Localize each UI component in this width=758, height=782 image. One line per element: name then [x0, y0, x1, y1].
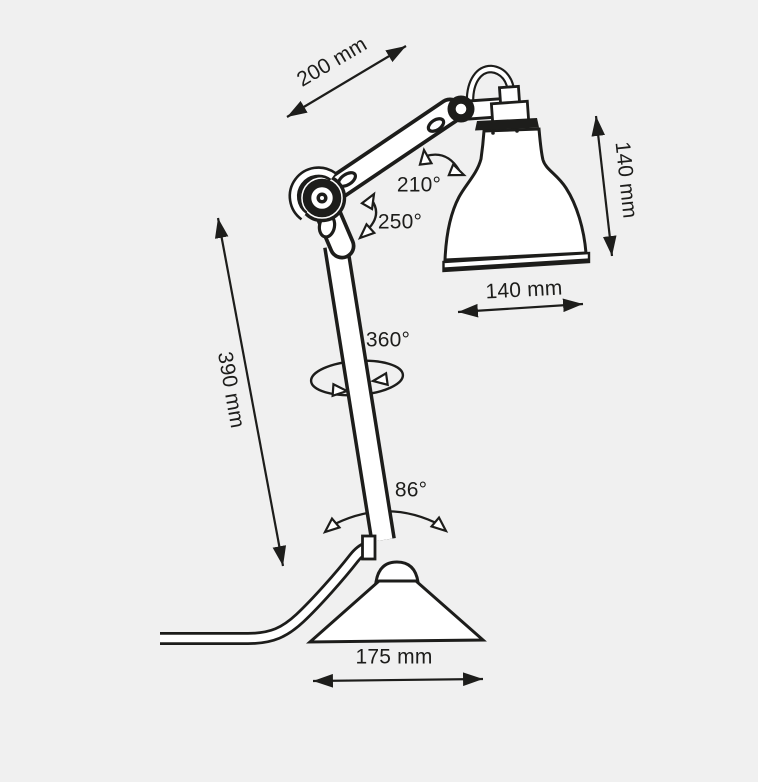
shade-diameter-label: 140 mm [485, 276, 563, 303]
base-width-label: 175 mm [355, 646, 432, 669]
arm-slot [426, 117, 446, 133]
open-arrowhead [331, 382, 350, 398]
stem-rotation-label: 360° [366, 329, 410, 352]
head-rotation-label: 210° [397, 174, 441, 197]
base-dome [374, 560, 420, 584]
lamp-shade [442, 127, 591, 273]
shade-collar [475, 118, 539, 131]
shade-height-label: 140 mm [611, 140, 642, 219]
collar-screw [515, 129, 519, 133]
shade-bell [443, 127, 588, 262]
lamp-base [305, 560, 487, 644]
lower-arm-length-label: 390 mm [213, 350, 249, 430]
lower-arm [323, 243, 396, 561]
base-cone [305, 579, 487, 644]
dimension-arrow-upper-arm [286, 45, 407, 118]
dimension-arrow-shade-height [591, 115, 617, 257]
open-arrowhead [370, 371, 389, 387]
open-arrowhead [357, 222, 377, 240]
cable-entry-step [361, 534, 377, 561]
socket [475, 84, 539, 135]
open-arrowhead [418, 147, 434, 166]
head-cable-loop [465, 64, 516, 102]
hinge-pin [447, 95, 475, 123]
dimension-arrow-lower-arm [214, 217, 287, 567]
open-arrowhead [429, 515, 449, 533]
dimension-arrow-shade-diameter [457, 298, 584, 318]
elbow-rotation-label: 250° [378, 211, 422, 234]
base-pivot-label: 86° [395, 479, 427, 502]
open-arrowhead [447, 162, 467, 177]
open-arrowhead [322, 516, 342, 534]
dimension-arrow-base-width [312, 672, 484, 688]
upper-arm-length-label: 200 mm [293, 33, 371, 92]
collar-screw [491, 131, 495, 135]
open-arrowhead [360, 191, 376, 211]
elbow-joint-pulley [288, 166, 347, 223]
